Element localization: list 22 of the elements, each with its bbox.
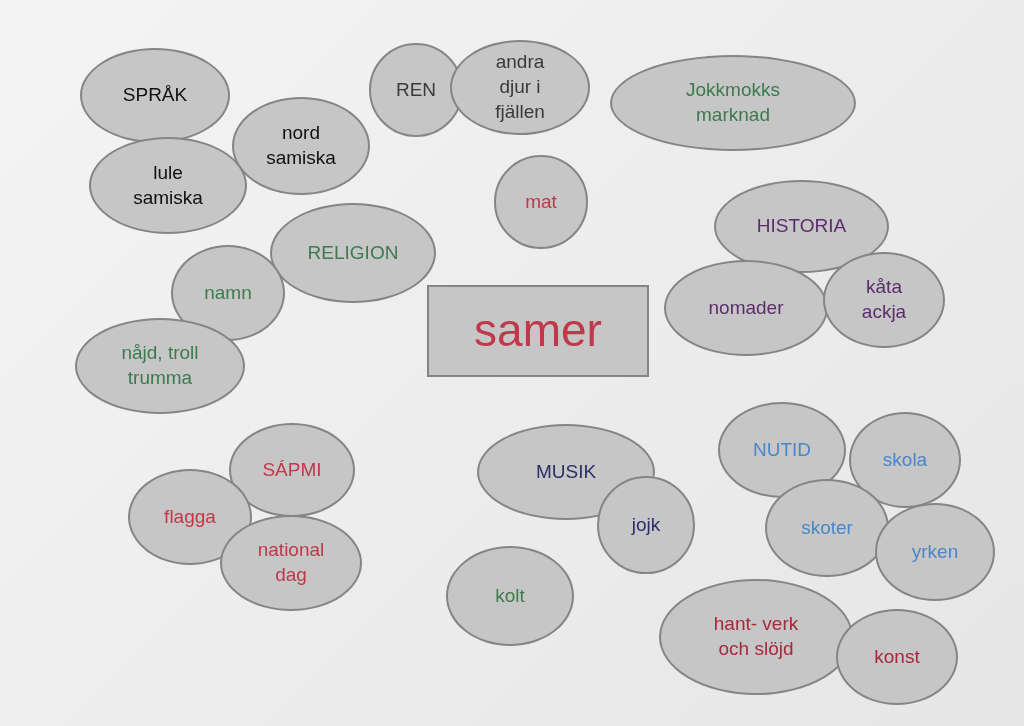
central-topic-box: samer — [427, 285, 649, 377]
topic-bubble: jojk — [597, 476, 695, 574]
topic-bubble: namn — [171, 245, 285, 341]
topic-bubble: national dag — [220, 515, 362, 611]
topic-bubble: Jokkmokks marknad — [610, 55, 856, 151]
topic-bubble: lule samiska — [89, 137, 247, 234]
topic-bubble: SÁPMI — [229, 423, 355, 517]
topic-bubble: kåta ackja — [823, 252, 945, 348]
topic-bubble: kolt — [446, 546, 574, 646]
topic-bubble: yrken — [875, 503, 995, 601]
topic-bubble: SPRÅK — [80, 48, 230, 143]
topic-bubble: mat — [494, 155, 588, 249]
topic-bubble: nomader — [664, 260, 828, 356]
topic-bubble: RELIGION — [270, 203, 436, 303]
topic-bubble: HISTORIA — [714, 180, 889, 273]
topic-bubble: andra djur i fjällen — [450, 40, 590, 135]
topic-bubble: hant- verk och slöjd — [659, 579, 853, 695]
topic-bubble: skola — [849, 412, 961, 508]
topic-bubble: nåjd, troll trumma — [75, 318, 245, 414]
topic-bubble: konst — [836, 609, 958, 705]
topic-bubble: NUTID — [718, 402, 846, 498]
topic-bubble: nord samiska — [232, 97, 370, 195]
